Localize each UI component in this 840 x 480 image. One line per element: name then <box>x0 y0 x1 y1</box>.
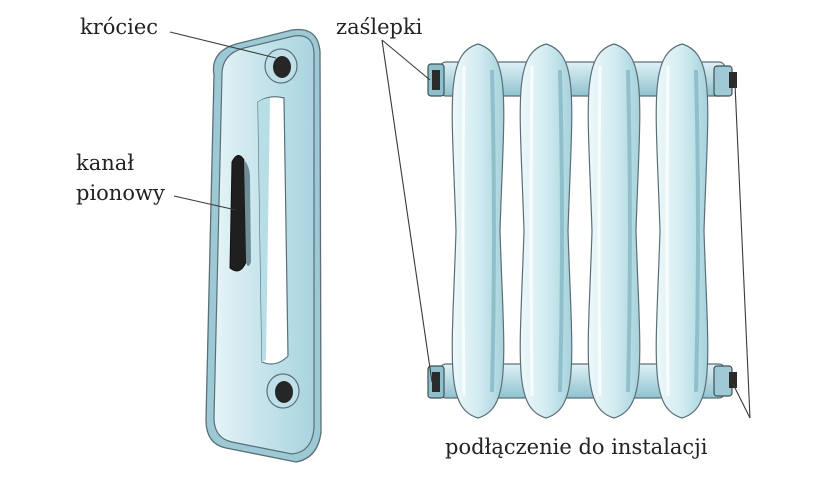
radiator-fin-shade <box>694 69 700 393</box>
radiator-fins <box>451 43 709 419</box>
radiator-fin-body <box>587 43 641 419</box>
vertical-channel-label-line2: pionowy <box>76 181 165 205</box>
radiator-fin-3 <box>587 43 641 419</box>
connection-leader-top <box>734 83 751 419</box>
left-top-plug <box>427 63 445 97</box>
connection-label: podłączenie do instalacji <box>445 435 708 459</box>
vertical-channel-edge <box>244 160 251 266</box>
right-top-connection <box>713 65 737 97</box>
top-nozzle-hole <box>273 56 291 78</box>
radiator-fin-shade <box>558 69 564 393</box>
radiator-fin-highlight <box>665 65 670 397</box>
radiator-fin-body <box>519 43 573 419</box>
plugs-label: zaślepki <box>336 15 423 39</box>
connection-leader-bottom <box>732 383 751 419</box>
radiator-fin-1 <box>451 43 505 419</box>
radiator-fin-4 <box>655 43 709 419</box>
radiator-fin-shade <box>490 69 496 393</box>
nozzle-label: króciec <box>80 15 158 39</box>
vertical-channel <box>229 155 247 272</box>
single-section <box>205 28 322 463</box>
assembled-radiator <box>427 43 737 419</box>
left-bottom-plug <box>427 365 445 399</box>
radiator-fin-highlight <box>529 65 534 397</box>
channel-leader <box>173 195 237 211</box>
plug-leader-bottom <box>381 39 433 383</box>
radiator-fin-shade <box>626 69 632 393</box>
radiator-fin-2 <box>519 43 573 419</box>
right-bottom-connection <box>713 365 737 397</box>
vertical-channel-label-line1: kanał <box>76 151 134 175</box>
leader-lines <box>169 31 751 419</box>
radiator-fin-highlight <box>597 65 602 397</box>
section-window-shadow <box>258 98 270 362</box>
bottom-nozzle-hole <box>275 381 293 403</box>
radiator-fin-body <box>451 43 505 419</box>
plug-leader-top <box>381 39 431 81</box>
radiator-fin-highlight <box>461 65 466 397</box>
radiator-fin-body <box>655 43 709 419</box>
nozzle-leader <box>169 31 277 59</box>
